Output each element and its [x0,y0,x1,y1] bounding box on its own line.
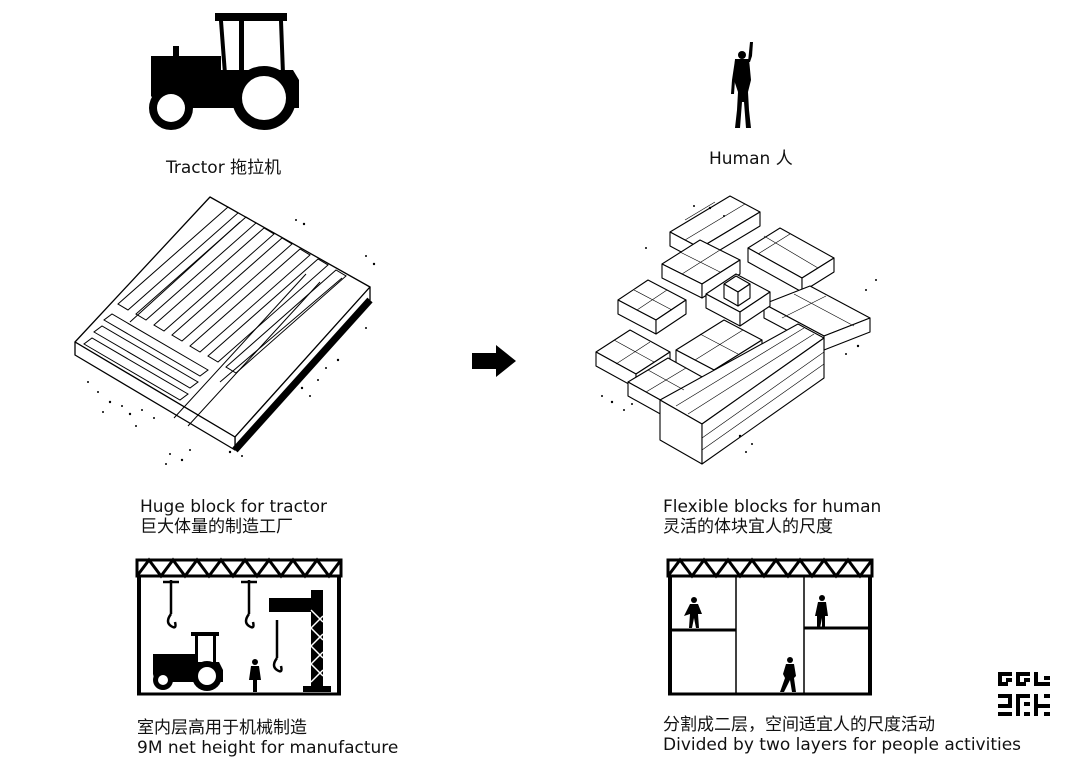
left-block-caption-en: Huge block for tractor [140,497,327,517]
right-block-caption: Flexible blocks for human 灵活的体块宜人的尺度 [663,497,881,537]
right-block-caption-zh: 灵活的体块宜人的尺度 [663,517,833,537]
left-block-caption: Huge block for tractor 巨大体量的制造工厂 [140,497,327,537]
brand-logo-icon [998,672,1050,716]
tractor-label: Tractor 拖拉机 [166,158,282,178]
arrow-right-icon [472,345,516,377]
left-block-caption-zh: 巨大体量的制造工厂 [140,517,293,537]
right-section-caption-en: Divided by two layers for people activit… [663,735,1022,755]
human-label: Human 人 [709,149,793,169]
human-figure-icon [731,42,753,128]
factory-section-drawing [135,557,343,696]
right-section-caption: 分割成二层，空间适宜人的尺度活动 Divided by two layers f… [663,715,1021,755]
flexible-blocks-drawing [595,195,877,465]
two-layer-section-drawing [666,557,874,696]
left-section-caption-en: 9M net height for manufacture [137,738,399,758]
tractor-icon [149,13,299,130]
huge-block-drawing [74,196,376,465]
right-section-caption-zh: 分割成二层，空间适宜人的尺度活动 [663,715,935,735]
right-block-caption-en: Flexible blocks for human [663,497,882,517]
left-section-caption: 室内层高用于机械制造 9M net height for manufacture [137,718,398,758]
left-section-caption-zh: 室内层高用于机械制造 [137,718,307,738]
